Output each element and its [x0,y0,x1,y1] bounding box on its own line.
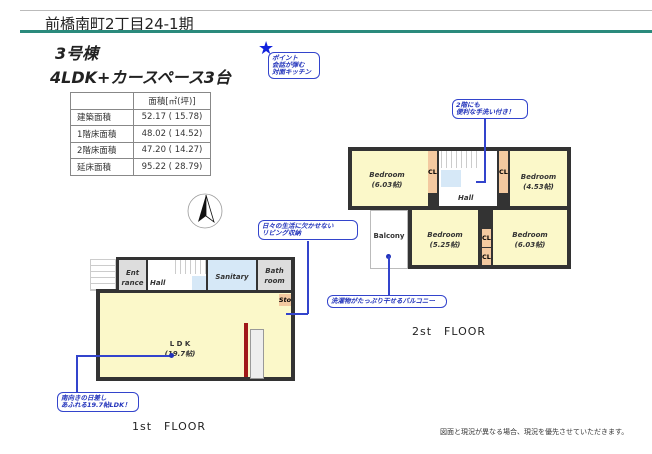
row-value: 52.17 ( 15.78) [133,108,211,126]
row-label: 1階床面積 [70,125,134,143]
room-label: Ent [125,269,140,277]
balcony-callout: 洗濯物がたっぷり干せるバルコニー [327,295,447,308]
toilet [192,276,206,290]
building-number: 3号棟 [55,44,99,63]
closet: CL [499,151,508,193]
closet: CL [482,229,491,247]
first-floor-label: 1st FLOOR [132,420,207,433]
bedroom-1 [352,151,428,206]
room-size: (6.03帖) [371,181,403,189]
row-value: 95.22 ( 28.79) [133,158,211,176]
bedroom-3 [412,210,478,265]
row-label: 2階床面積 [70,141,134,159]
kitchen-counter-wall [244,323,248,377]
toilet [441,170,461,187]
room-label: room [264,277,285,285]
room-label: rance [121,279,144,287]
room-label: Balcony [373,232,405,240]
callout-line: あふれる19.7帖LDK！ [61,401,131,409]
callout-line: 日々の生活に欠かせない [262,222,334,230]
room-size: (4.53帖) [523,183,554,191]
room-label: L D K [169,340,191,348]
row-value: 48.02 ( 14.52) [133,125,211,143]
table-header: 面積[㎡(坪)] [133,92,211,110]
room-label: Bedroom [427,231,463,239]
top-divider [20,10,652,11]
handwash-callout: 2階にも 便利な手洗い付き！ [452,99,528,119]
room-label: Bedroom [520,173,557,181]
point-callout: ポイント 会話が弾む 対面キッチン [268,52,320,79]
second-floor-plan: Bedroom (6.03帖) CL Hall CL Bedroom (4.53帖)… [348,147,571,269]
star-icon: ★ [258,38,275,59]
plan-type: 4LDK+カースペース3台 [50,68,231,87]
bedroom-4 [493,210,567,265]
row-label: 建築面積 [70,108,134,126]
stairs [441,151,481,168]
callout-line: 対面キッチン [272,68,311,76]
closet: CL [482,248,491,265]
room-label: Sanitary [215,273,249,281]
callout-line: リビング収納 [262,229,301,237]
first-floor-plan: Ent rance Hall Sanitary Bath room Sto L D … [90,257,295,381]
bedroom-2 [510,151,567,206]
callout-line: 会話が弾む [272,61,305,69]
row-value: 47.20 ( 14.27) [133,141,211,159]
bathroom [258,260,291,290]
room-label: Bath [265,267,284,275]
page-title: 前橋南町2丁目24-1期 [45,15,194,33]
callout-line: 南向きの日差し [61,394,107,402]
room-label: Hall [458,194,474,202]
disclaimer-note: 図面と現況が異なる場合、現況を優先させていただきます。 [440,428,629,436]
room-size: (5.25帖) [429,241,461,249]
sanitary [208,260,256,290]
callout-line: 2階にも [456,101,481,109]
north-compass-icon [187,193,223,229]
room-size: (6.03帖) [514,241,546,249]
second-floor-label: 2st FLOOR [412,325,487,338]
callout-line: ポイント [272,54,298,62]
storage-callout: 日々の生活に欠かせない リビング収納 [258,220,358,240]
room-label: Hall [150,279,166,287]
row-label: 延床面積 [70,158,134,176]
title-underline [20,30,652,33]
entrance [119,260,146,290]
room-label: Bedroom [512,231,548,239]
stairs [175,260,206,274]
closet: CL [428,151,437,193]
kitchen [250,329,264,379]
callout-line: 便利な手洗い付き！ [456,108,515,116]
storage: Sto [278,294,292,306]
room-size: (19.7帖) [164,350,196,358]
room-label: Bedroom [369,171,405,179]
entrance-steps [90,259,116,291]
ldk-callout: 南向きの日差し あふれる19.7帖LDK！ [57,392,139,412]
